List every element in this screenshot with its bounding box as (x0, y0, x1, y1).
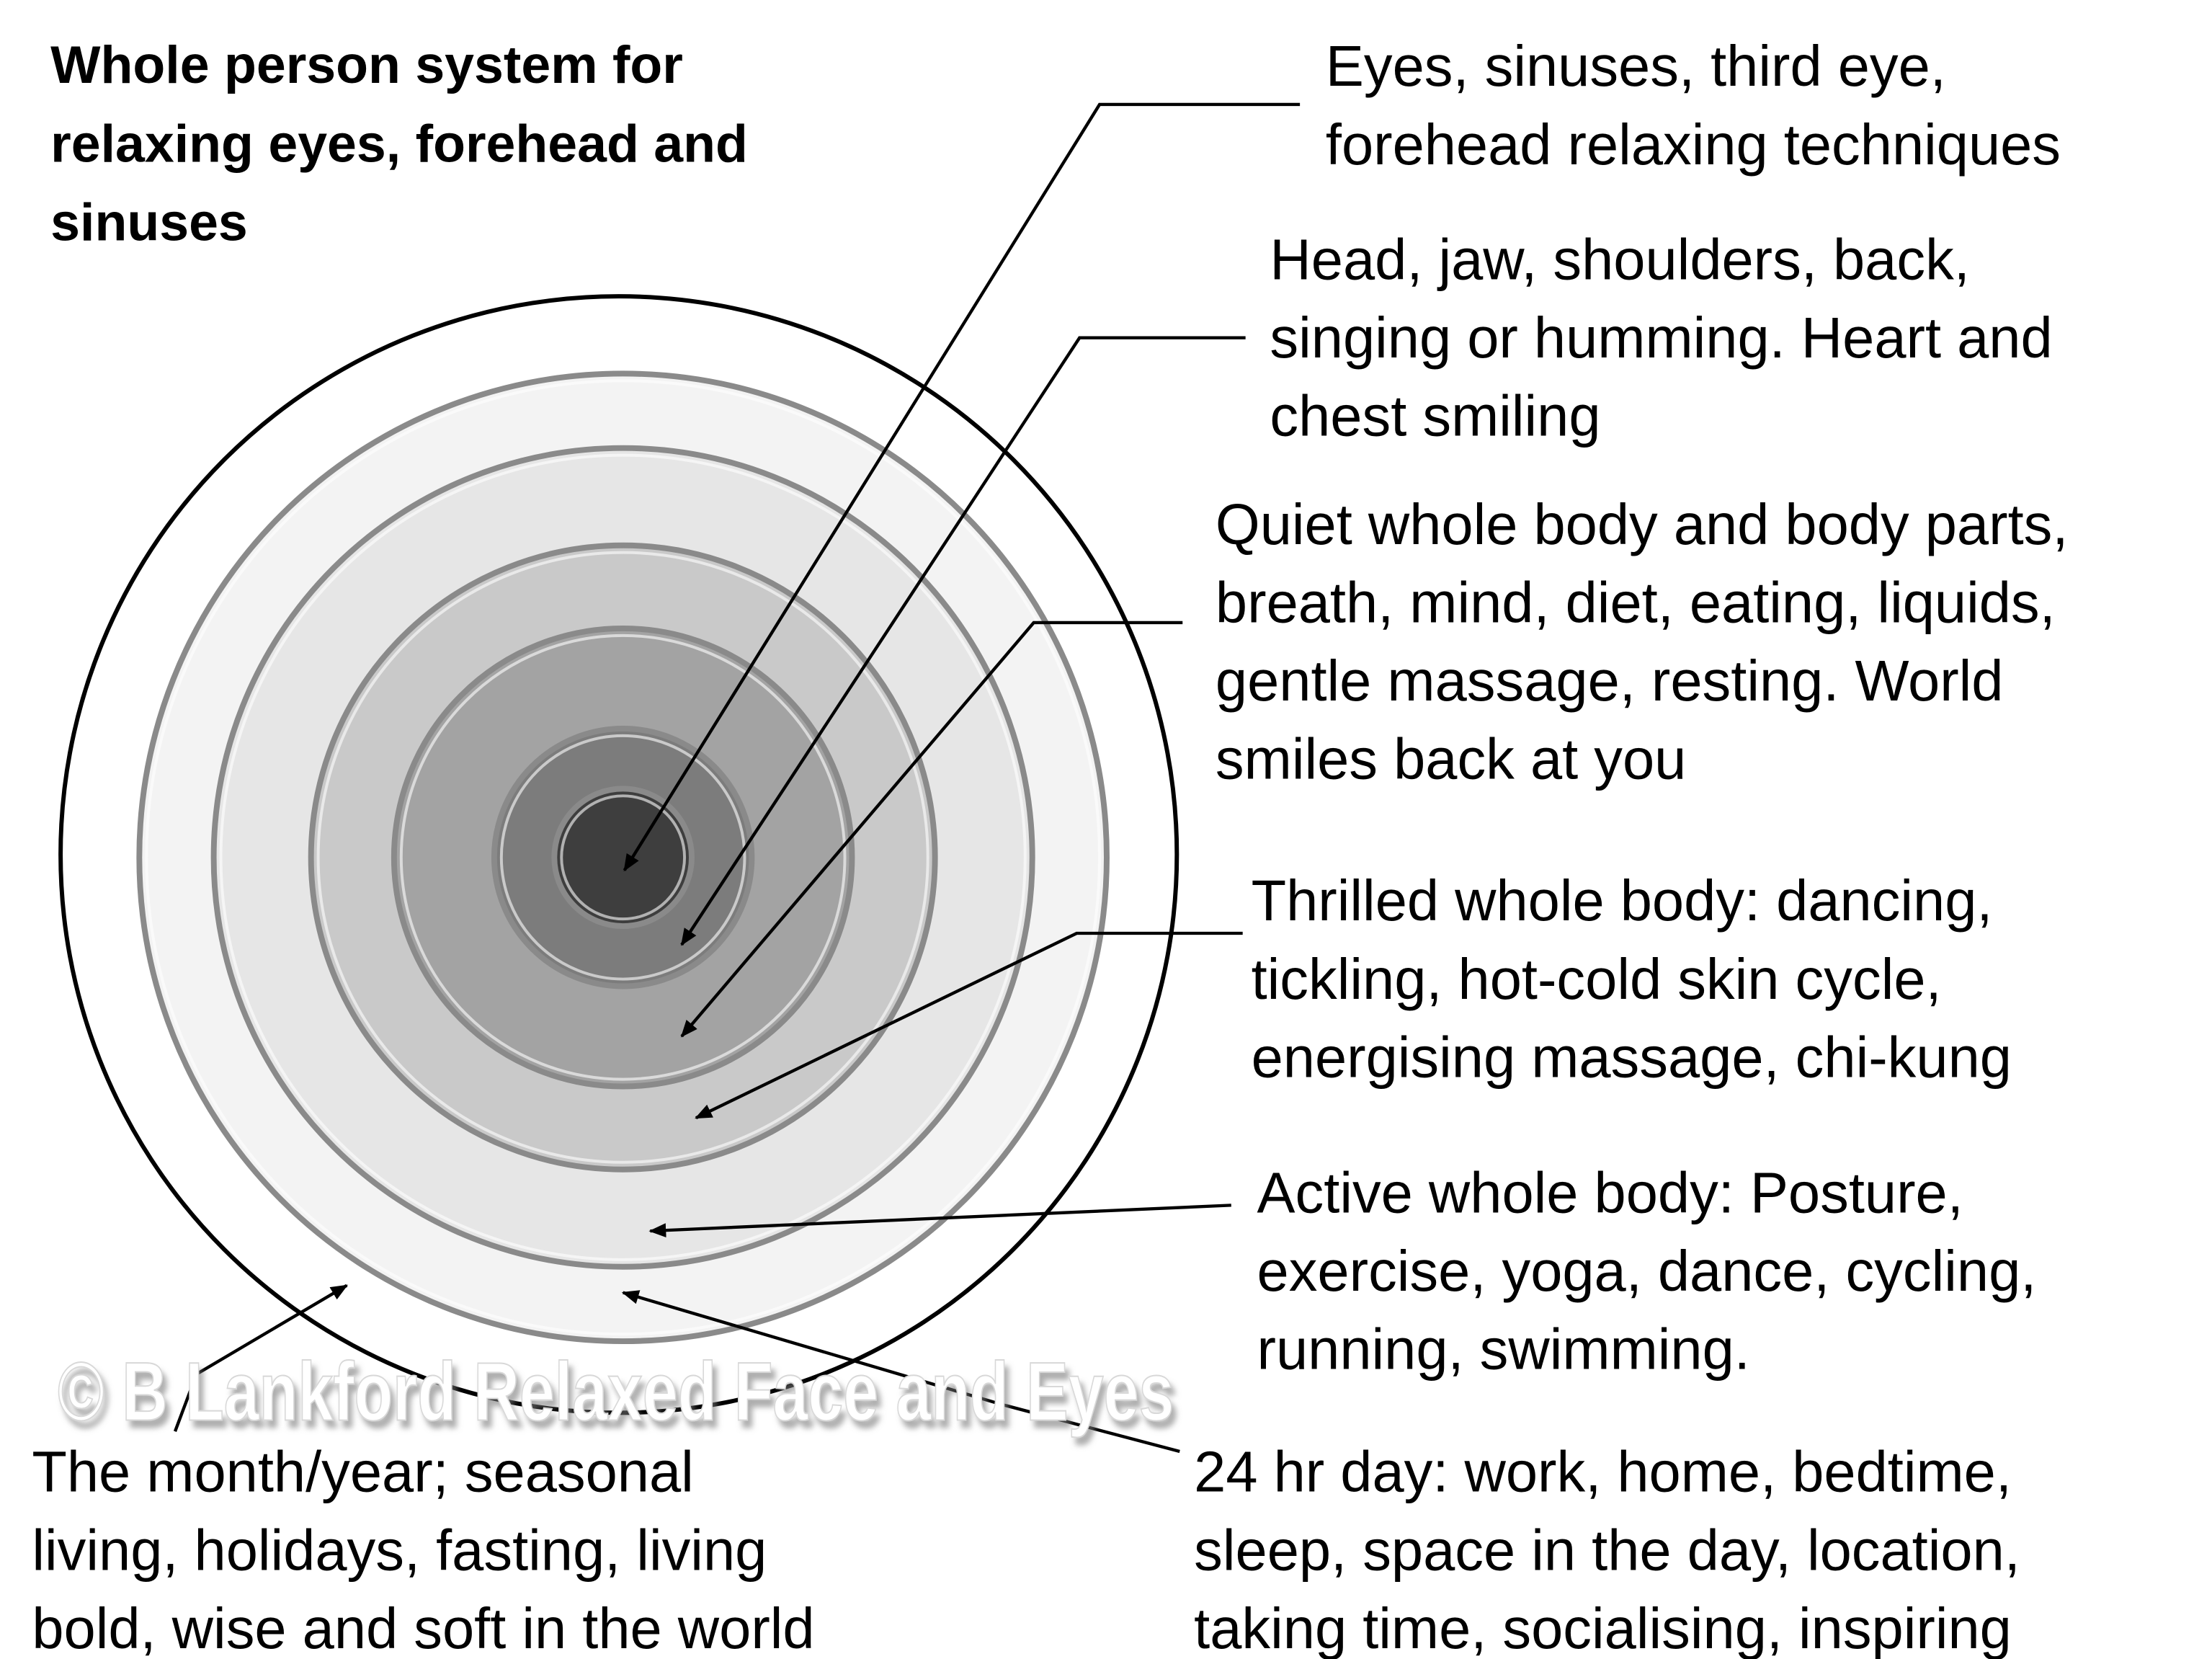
label-line: exercise, yoga, dance, cycling, (1257, 1239, 2037, 1303)
label-eyes: Eyes, sinuses, third eye, forehead relaxi… (1326, 34, 2061, 177)
title-line: Whole person system for (50, 35, 683, 94)
label-line: breath, mind, diet, eating, liquids, (1216, 570, 2056, 634)
arrow-head (680, 336, 1246, 946)
arrow-quiet (680, 621, 1183, 1038)
connector-arrows (173, 102, 1301, 1454)
label-line: taking time, socialising, inspiring (1194, 1596, 2012, 1659)
label-line: sleep, space in the day, location, (1194, 1518, 2020, 1582)
watermark-text: © B Lankford Relaxed Face and Eyes (58, 1346, 1174, 1438)
arrow-day (621, 1290, 1180, 1454)
label-line: forehead relaxing techniques (1326, 112, 2061, 177)
arrow-active (648, 1204, 1231, 1238)
label-line: Active whole body: Posture, (1257, 1160, 1963, 1224)
ring-eyes-core-highlight (560, 794, 687, 921)
label-line: running, swimming. (1257, 1317, 1750, 1382)
ring-active-highlight (219, 453, 1027, 1261)
label-month: The month/year; seasonal living, holidays… (32, 1440, 814, 1659)
ring-head-highlight (499, 734, 746, 981)
label-head: Head, jaw, shoulders, back, singing or hu… (1270, 227, 2052, 448)
label-line: Head, jaw, shoulders, back, (1270, 227, 1969, 291)
title: Whole person system for relaxing eyes, f… (50, 35, 748, 252)
label-line: living, holidays, fasting, living (32, 1518, 767, 1582)
ring-24hr-day-highlight (145, 379, 1102, 1336)
arrow-eyes (623, 102, 1301, 872)
label-line: gentle massage, resting. World (1216, 649, 2004, 713)
label-line: tickling, hot-cold skin cycle, (1252, 947, 1942, 1011)
label-day: 24 hr day: work, home, bedtime, sleep, sp… (1194, 1440, 2020, 1659)
watermark: © B Lankford Relaxed Face and Eyes (57, 1345, 1174, 1438)
label-line: 24 hr day: work, home, bedtime, (1194, 1440, 2012, 1504)
label-active: Active whole body: Posture, exercise, yog… (1257, 1160, 2037, 1381)
label-line: bold, wise and soft in the world (32, 1596, 814, 1659)
label-line: singing or humming. Heart and (1270, 306, 2052, 370)
ring-labels: Eyes, sinuses, third eye, forehead relaxi… (32, 34, 2068, 1659)
ring-quiet-highlight (399, 633, 847, 1081)
label-line: Thrilled whole body: dancing, (1252, 868, 1993, 933)
label-line: energising massage, chi-kung (1252, 1025, 2012, 1089)
arrow-month (173, 1284, 349, 1432)
ring-thrilled-highlight (316, 551, 929, 1164)
concentric-rings (58, 294, 1179, 1415)
label-thrilled: Thrilled whole body: dancing, tickling, h… (1252, 868, 2012, 1089)
label-quiet: Quiet whole body and body parts, breath, … (1216, 492, 2069, 791)
arrow-thrilled (695, 931, 1243, 1120)
title-line: sinuses (50, 192, 248, 252)
label-line: chest smiling (1270, 384, 1600, 448)
label-line: smiles back at you (1216, 727, 1686, 791)
ring-eyes-core (551, 786, 695, 930)
label-line: Eyes, sinuses, third eye, (1326, 34, 1946, 98)
title-line: relaxing eyes, forehead and (50, 113, 748, 173)
label-line: Quiet whole body and body parts, (1216, 492, 2069, 556)
ring-month-year-highlight (66, 302, 1172, 1407)
label-line: The month/year; seasonal (32, 1440, 693, 1504)
